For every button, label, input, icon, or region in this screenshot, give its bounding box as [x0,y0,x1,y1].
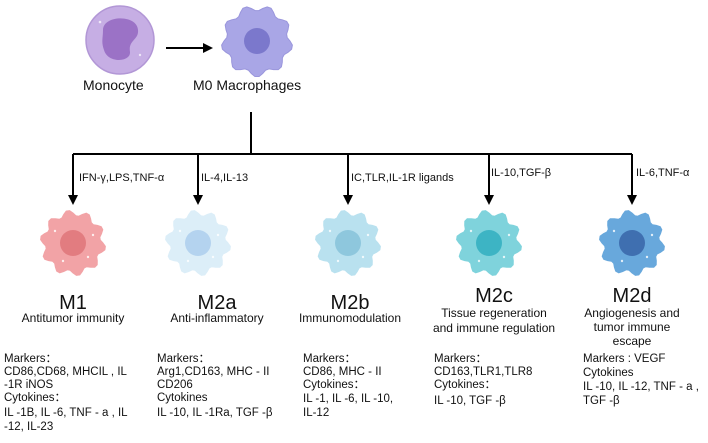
macrophage-cell-icon [221,6,293,77]
macrophage-cell-icon [456,210,522,276]
branch-connectors [73,112,632,155]
markers-line: Arg1,CD163, MHC - II [157,366,270,378]
markers-line: CD163,TLR1,TLR8 [434,366,533,378]
phenotype-title: M2d [612,285,652,307]
phenotype-title: M1 [59,292,87,314]
macrophage-cell-icon [599,210,665,276]
cytokines-line: -12, IL-23 [4,421,54,433]
cytokines-line: IL -10, TGF -β [434,395,506,407]
function-label: Tissue regeneration [441,306,547,320]
cytokines-title: Cytokines [157,392,208,404]
macrophage-cell-icon [315,210,381,276]
markers-title: Markers： [434,353,488,365]
phenotype-title: M2b [330,292,370,314]
stimulus-label: IL-4,IL-13 [201,172,249,184]
cytokines-line: TGF -β [583,395,620,407]
function-label: Anti-inflammatory [170,311,264,325]
cytokines-line: IL -10, IL -1Ra, TGF -β [157,407,273,419]
phenotype-title: M2a [197,292,237,314]
macrophage-cell-icon [40,210,106,276]
function-label: Immunomodulation [298,311,402,325]
cytokines-line: IL -10, IL -12, TNF - a , [583,381,699,393]
markers-title: Markers : VEGF [583,353,666,365]
stimulus-label: IL-10,TGF-β [491,167,552,179]
phenotype-title: M2c [475,285,513,307]
cytokines-line: IL -1B, IL -6, TNF - a , IL [4,407,128,419]
monocyte-cell-icon [85,5,155,75]
markers-title: Markers： [303,353,357,365]
cytokines-line: IL-12 [303,407,330,419]
m0-macrophages-label: M0 Macrophages [193,77,302,93]
branch-arrows [68,154,637,205]
stimulus-label: IFN-γ,LPS,TNF-α [79,172,165,184]
branch-cells [40,210,665,276]
stimulus-label: IL-6,TNF-α [636,167,690,179]
markers-title: Markers： [157,353,211,365]
cytokines-title: Cytokines： [303,379,365,391]
cytokines-line: IL -1, IL -6, IL -10, [303,393,394,405]
cytokines-title: Cytokines [583,367,634,379]
monocyte-label: Monocyte [83,77,144,93]
markers-line: CD206 [157,379,193,391]
function-label: Angiogenesis and [584,306,680,320]
markers-line: -1R iNOS [4,379,54,391]
function-label: Antitumor immunity [21,311,125,325]
function-label: tumor immune [593,320,671,334]
function-label: and immune regulation [432,321,556,335]
markers-line: CD86,CD68, MHCIL , IL [4,366,127,378]
markers-title: Markers： [4,353,58,365]
cytokines-title: Cytokines： [434,379,496,391]
markers-line: CD86, MHC - II [303,366,382,378]
cytokines-title: Cytokines： [4,392,66,404]
stimulus-label: IC,TLR,IL-1R ligands [351,172,454,184]
macrophage-cell-icon [165,210,231,276]
function-label: escape [612,334,652,348]
